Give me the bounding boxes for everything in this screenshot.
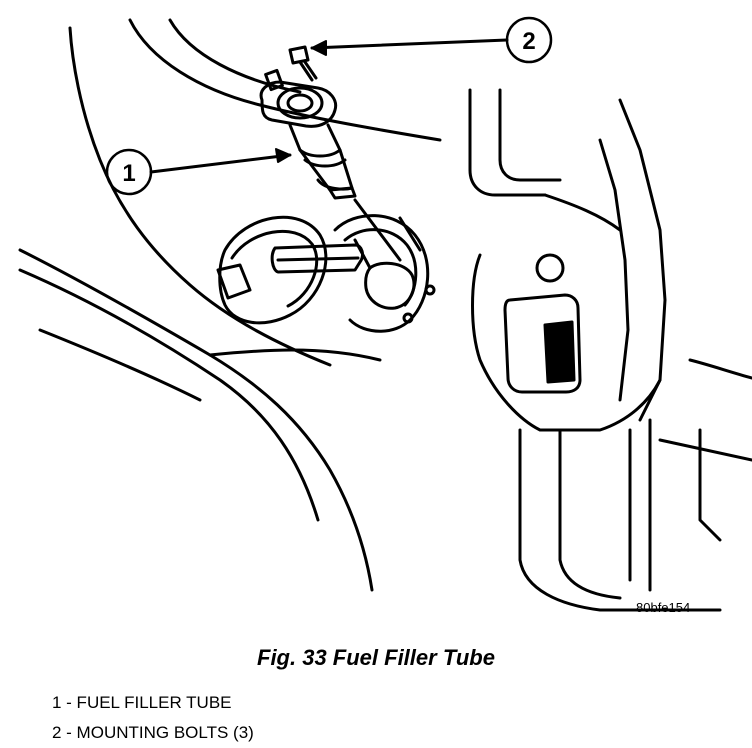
figure-caption: Fig. 33 Fuel Filler Tube: [257, 645, 495, 670]
callout-2-number: 2: [522, 28, 535, 55]
vehicle-body-panel: [18, 18, 442, 592]
fuel-filler-door: [216, 215, 364, 325]
tail-lamp: [503, 253, 582, 394]
callout-2: 2: [310, 16, 553, 64]
mounting-bolt: [288, 45, 318, 82]
figure-code: 80bfe154: [636, 600, 691, 615]
legend: 1 - FUEL FILLER TUBE 2 - MOUNTING BOLTS …: [52, 688, 254, 748]
quarter-panel: [468, 88, 752, 612]
fuel-filler-tube-illustration: 1 2: [18, 16, 752, 612]
fuel-filler-housing: [333, 214, 436, 333]
legend-item-fuel-filler-tube: 1 - FUEL FILLER TUBE: [52, 693, 232, 712]
callout-1: 1: [105, 148, 292, 196]
fuel-filler-tube: [259, 68, 402, 262]
callout-1-number: 1: [122, 160, 135, 187]
legend-item-mounting-bolts: 2 - MOUNTING BOLTS (3): [52, 723, 254, 742]
